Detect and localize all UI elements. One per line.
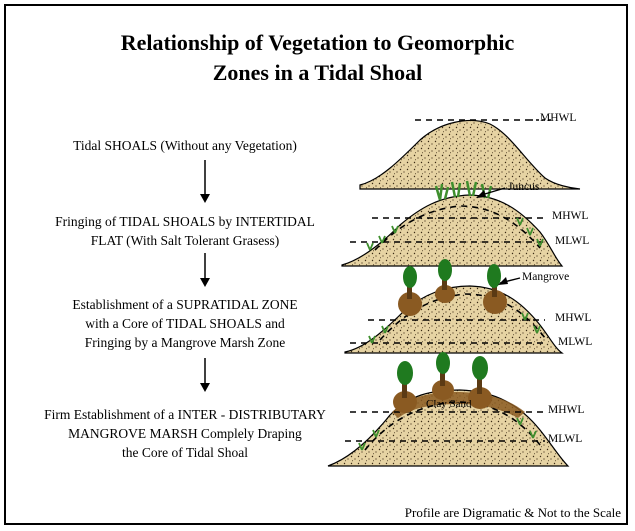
shoal-mound-1 <box>360 121 580 189</box>
mhwl-label-2: MHWL <box>552 210 588 222</box>
juncus-label: Juncus <box>508 181 539 193</box>
scale-note: Profile are Digramatic & Not to the Scal… <box>405 505 621 521</box>
flow-arrow-3 <box>200 358 210 392</box>
mlwl-label-3: MLWL <box>558 336 592 348</box>
mhwl-label-3: MHWL <box>555 312 591 324</box>
mlwl-label-4: MLWL <box>548 433 582 445</box>
clay-sand-label: Clay Sand <box>426 398 472 410</box>
mangrove-label: Mangrove <box>522 271 569 283</box>
mhwl-label-1: MHWL <box>540 112 576 124</box>
profile-2-fringing-grass <box>342 181 562 266</box>
mlwl-label-2: MLWL <box>555 235 589 247</box>
profile-1-bare-shoal <box>360 120 580 189</box>
mhwl-label-4: MHWL <box>548 404 584 416</box>
flow-arrow-2 <box>200 253 210 287</box>
flow-arrow-1 <box>200 160 210 203</box>
